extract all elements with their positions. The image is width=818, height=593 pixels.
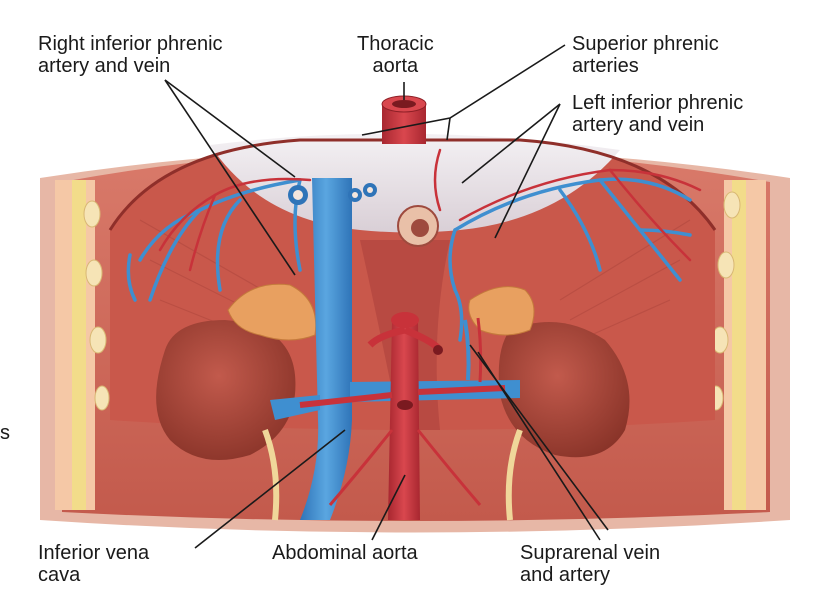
label-line: Left inferior phrenic	[572, 92, 744, 114]
leader-left-phrenic-2	[494, 103, 561, 239]
label-line: Superior phrenic	[572, 33, 719, 55]
label-superior-phrenic: Superior phrenic arteries	[572, 33, 719, 77]
label-line: artery and vein	[572, 114, 705, 136]
label-abdominal-aorta: Abdominal aorta	[272, 542, 418, 564]
label-line: Suprarenal vein	[520, 542, 661, 564]
label-line: arteries	[572, 55, 639, 77]
kidneys	[156, 320, 630, 521]
label-line: Inferior vena	[38, 542, 150, 564]
adrenal-glands	[227, 283, 535, 341]
leader-ivc	[194, 429, 346, 549]
label-inferior-vena-cava: Inferior vena cava	[38, 542, 149, 586]
leader-right-phrenic-1	[164, 79, 296, 178]
leader-superior-phrenic-2	[446, 117, 451, 141]
leader-left-phrenic-1	[461, 103, 561, 184]
label-line: Thoracic	[357, 33, 434, 55]
label-left-inferior-phrenic: Left inferior phrenic artery and vein	[572, 92, 743, 136]
label-line: cava	[38, 564, 81, 586]
left-kidney	[498, 322, 630, 458]
right-ureter	[262, 428, 280, 521]
stray-edge-text: s	[0, 422, 10, 444]
suprarenal-vessels	[463, 317, 483, 383]
central-tendon	[210, 133, 620, 233]
leader-lines	[164, 44, 609, 549]
right-kidney	[156, 320, 296, 460]
ribs	[83, 191, 741, 411]
label-line: Right inferior phrenic	[38, 33, 223, 55]
abdominal-aorta	[299, 312, 506, 520]
label-suprarenal: Suprarenal vein and artery	[520, 542, 660, 586]
esophagus	[397, 205, 439, 247]
leader-right-phrenic-2	[164, 79, 296, 276]
thoracic-aorta	[381, 95, 427, 144]
label-line: aorta	[372, 55, 419, 77]
label-thoracic-aorta: Thoracic aorta	[357, 33, 434, 77]
label-line: artery and vein	[38, 55, 171, 77]
leader-suprarenal-2	[477, 351, 601, 541]
label-line: Abdominal aorta	[272, 542, 418, 564]
label-right-inferior-phrenic: Right inferior phrenic artery and vein	[38, 33, 223, 77]
left-ureter	[505, 428, 523, 521]
label-line: and artery	[520, 564, 611, 586]
leader-abdominal-aorta	[371, 474, 406, 541]
phrenic-vessels	[126, 148, 702, 342]
